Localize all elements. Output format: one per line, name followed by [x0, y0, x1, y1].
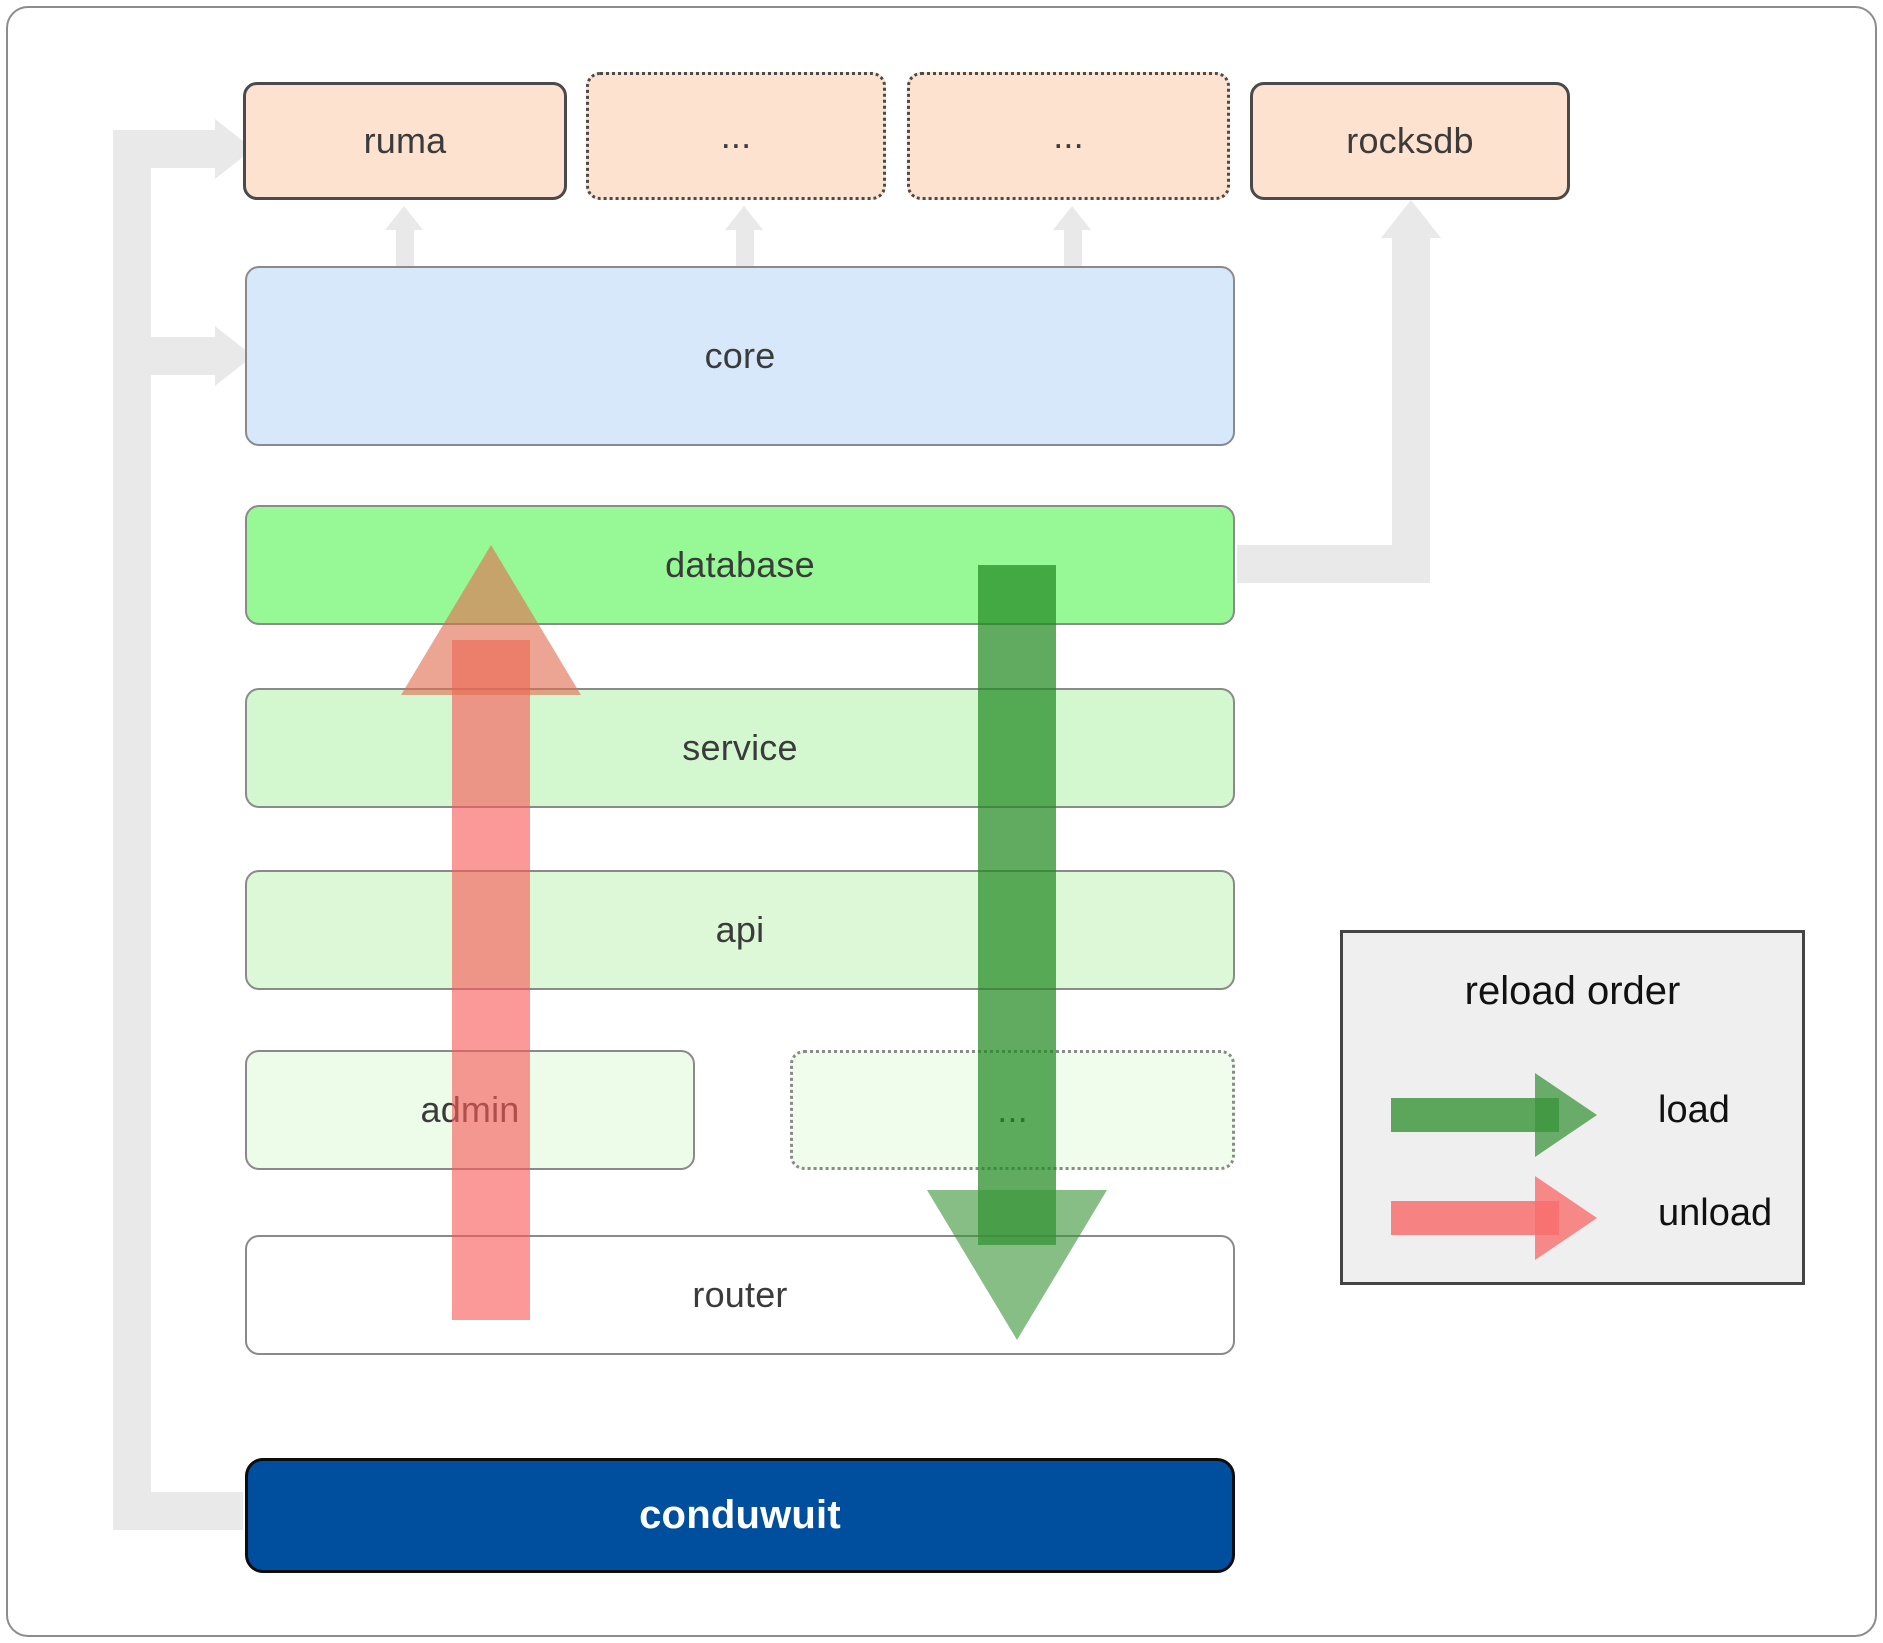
core-to-ruma-shaft — [396, 228, 414, 273]
connector-branch-core — [113, 337, 223, 375]
layer-label-api: api — [715, 909, 765, 950]
layer-label-router: router — [692, 1274, 788, 1315]
connector-right-horizontal — [1237, 545, 1412, 583]
legend-unload-arrow-icon — [1535, 1176, 1597, 1260]
dependency-label-ellipsis-1: ... — [720, 115, 752, 156]
connector-branch-ruma — [113, 130, 223, 168]
dependency-label-ruma: ruma — [363, 120, 447, 161]
dependency-box-ellipsis-1[interactable]: ... — [586, 72, 886, 200]
core-to-dots1-arrow-icon — [725, 206, 763, 230]
connector-left-bottom-horizontal — [113, 1492, 243, 1530]
layer-box-database[interactable]: database — [245, 505, 1235, 625]
legend-unload-label: unload — [1658, 1192, 1773, 1234]
legend-load-shaft — [1391, 1098, 1559, 1132]
legend-row-load: load — [1343, 1073, 1802, 1157]
layer-box-api[interactable]: api — [245, 870, 1235, 990]
dependency-box-ellipsis-2[interactable]: ... — [907, 72, 1230, 200]
layer-label-database: database — [665, 544, 815, 585]
connector-arrowhead-rocksdb — [1381, 200, 1441, 238]
legend-unload-shaft — [1391, 1201, 1559, 1235]
legend-load-label: load — [1658, 1089, 1730, 1131]
layer-label-service: service — [682, 727, 798, 768]
unload-arrow-head-icon — [401, 545, 581, 695]
dependency-label-ellipsis-2: ... — [1053, 115, 1084, 156]
connector-right-vertical — [1392, 235, 1430, 583]
layer-box-service[interactable]: service — [245, 688, 1235, 808]
legend-row-unload: unload — [1343, 1176, 1802, 1260]
legend-panel: reload order load unload — [1340, 930, 1805, 1285]
app-box-conduwuit[interactable]: conduwuit — [245, 1458, 1235, 1573]
unload-arrow-shaft — [452, 640, 530, 1320]
core-to-dots1-shaft — [736, 228, 754, 273]
diagram-frame — [6, 6, 1877, 1637]
layer-label-core: core — [704, 335, 776, 376]
core-to-dots2-arrow-icon — [1053, 206, 1091, 230]
app-label-conduwuit: conduwuit — [639, 1493, 841, 1537]
dependency-box-ruma[interactable]: ruma — [243, 82, 567, 200]
layer-box-core[interactable]: core — [245, 266, 1235, 446]
core-to-dots2-shaft — [1064, 228, 1082, 273]
legend-title: reload order — [1464, 969, 1681, 1013]
legend-load-arrow-icon — [1535, 1073, 1597, 1157]
dependency-label-rocksdb: rocksdb — [1346, 120, 1474, 161]
dependency-box-rocksdb[interactable]: rocksdb — [1250, 82, 1570, 200]
load-arrow-head-icon — [927, 1190, 1107, 1340]
core-to-ruma-arrow-icon — [385, 206, 423, 230]
load-arrow-shaft — [978, 565, 1056, 1245]
